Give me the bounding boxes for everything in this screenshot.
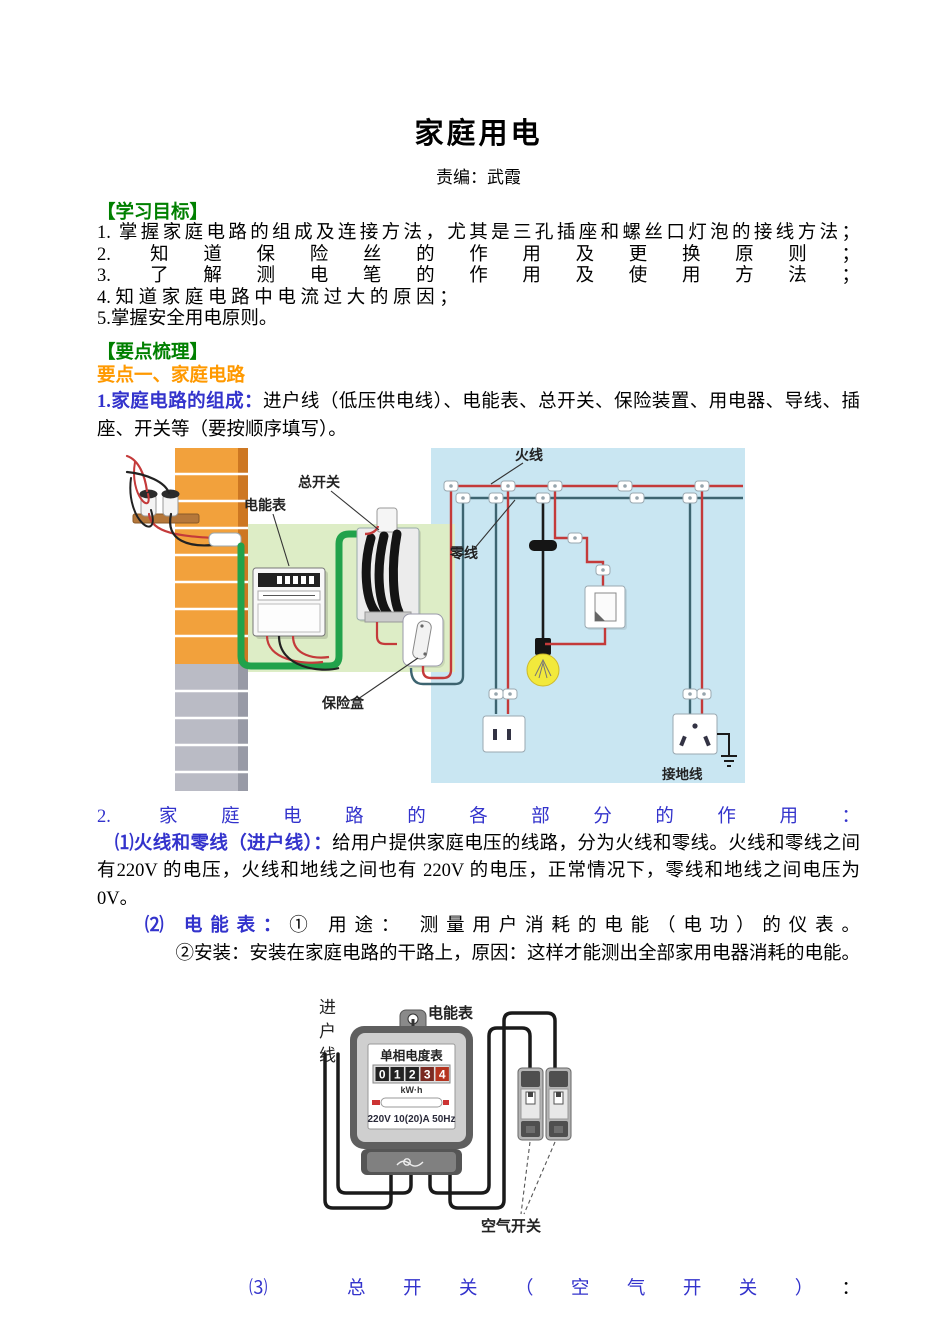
meter-body: 单相电度表 0 1 2 3 4 kW·h 220V 10(20)A 5 bbox=[350, 1026, 473, 1176]
energy-meter-figure: 进户线 单相电度表 bbox=[297, 988, 687, 1268]
objectives-header: 【学习目标】 bbox=[97, 201, 209, 222]
green-service-cable bbox=[237, 530, 369, 670]
meter-rating: 220V 10(20)A 50Hz bbox=[367, 1114, 455, 1125]
sub3-colon: ： bbox=[841, 1279, 860, 1300]
outline-header: 【要点梳理】 bbox=[97, 340, 209, 362]
label-meter-2: 电能表 bbox=[428, 1004, 474, 1022]
label-incoming-line: 进户线 bbox=[316, 998, 335, 1071]
utility-pole bbox=[175, 447, 248, 791]
topic-heading: 要点一、家庭电路 bbox=[97, 363, 246, 385]
objective-item: 5.掌握安全用电原则。 bbox=[97, 309, 278, 330]
label-fuse-box: 保险盒 bbox=[321, 695, 365, 711]
two-hole-socket-branch bbox=[482, 485, 526, 753]
air-switches bbox=[517, 1067, 572, 1215]
energy-meter-diagram: 单相电度表 0 1 2 3 4 kW·h 220V 10(20)A 5 bbox=[323, 1004, 572, 1235]
pointer-lines bbox=[272, 462, 524, 700]
point2-heading: 2. 家庭电路的各部分的作用： bbox=[97, 806, 860, 827]
label-neutral-wire: 零线 bbox=[449, 545, 478, 561]
three-hole-socket-branch bbox=[672, 485, 737, 767]
main-knife-switch bbox=[356, 507, 421, 623]
sub2-line: ⑵ 电能表：① 用途： 测量用户消耗的电能（电功）的仪表。 bbox=[97, 913, 860, 941]
sub2b-line: ②安装：安装在家庭电路的干路上，原因：这样才能测出全部家用电器消耗的电能。 bbox=[175, 943, 860, 964]
sub1-paragraph: ⑴火线和零线（进户线）：给用户提供家庭电压的线路，分为火线和零线。火线和零线之间… bbox=[97, 831, 860, 914]
label-meter: 电能表 bbox=[244, 497, 287, 513]
meter-name: 单相电度表 bbox=[380, 1048, 443, 1063]
objective-item: 3. 了解测电笔的作用及使用方法； bbox=[97, 266, 860, 287]
fuse-box bbox=[375, 613, 445, 668]
meter-digit: 0 bbox=[379, 1068, 386, 1082]
byline: 责编：武霞 bbox=[436, 168, 521, 187]
objective-item: 4. 知 道 家 庭 电 路 中 电 流 过 大 的 原 因 ； bbox=[97, 287, 458, 308]
meter-unit: kW·h bbox=[401, 1085, 423, 1095]
label-live-wire: 火线 bbox=[515, 447, 543, 463]
point1-label: 1.家庭电路的组成： bbox=[97, 391, 264, 412]
lamp-branch bbox=[526, 497, 560, 687]
meter-digit: 4 bbox=[439, 1068, 446, 1082]
service-drop-wires bbox=[125, 454, 242, 547]
meter-wires bbox=[323, 1011, 557, 1211]
meter-digit: 1 bbox=[394, 1068, 401, 1082]
label-main-switch: 总开关 bbox=[298, 474, 340, 490]
meter-digit: 3 bbox=[424, 1068, 431, 1082]
household-circuit-diagram: 电能表 总开关 保险盒 火线 零线 接地线 bbox=[125, 447, 747, 791]
sub3-label: ⑶ 总开关（空气开关） bbox=[249, 1279, 842, 1300]
sub2-text: ① 用途： 测量用户消耗的电能（电功）的仪表。 bbox=[289, 916, 860, 937]
sub1-text: 给用户提供家庭电压的线路，分为火线和零线。火线和零线之间有220V 的电压，火线… bbox=[97, 833, 860, 909]
household-circuit-figure: 电能表 总开关 保险盒 火线 零线 接地线 bbox=[125, 446, 860, 796]
objective-item: 1. 掌握家庭电路的组成及连接方法，尤其是三孔插座和螺丝口灯泡的接线方法； bbox=[97, 223, 860, 243]
point1-paragraph: 1.家庭电路的组成：进户线（低压供电线）、电能表、总开关、保险装置、用电器、导线… bbox=[97, 388, 860, 444]
objective-item: 2. 知道保险丝的作用及更换原则； bbox=[97, 244, 860, 265]
page-title: 家庭用电 bbox=[414, 118, 543, 150]
meter-digit: 2 bbox=[409, 1068, 416, 1082]
label-ground-wire: 接地线 bbox=[662, 766, 703, 782]
kwh-meter bbox=[252, 567, 340, 671]
board-risers bbox=[409, 485, 465, 686]
sub3-line: ⑶ 总开关（空气开关）： bbox=[97, 1276, 860, 1303]
sub1-label: ⑴火线和零线（进户线）： bbox=[115, 833, 333, 854]
point1-text: 进户线（低压供电线）、电能表、总开关、保险装置、用电器、导线、插座、开关等（要按… bbox=[97, 391, 860, 440]
sub2-label: ⑵ 电能表： bbox=[145, 916, 290, 937]
label-air-switch: 空气开关 bbox=[481, 1217, 541, 1235]
wall-switch-branch bbox=[545, 485, 627, 646]
